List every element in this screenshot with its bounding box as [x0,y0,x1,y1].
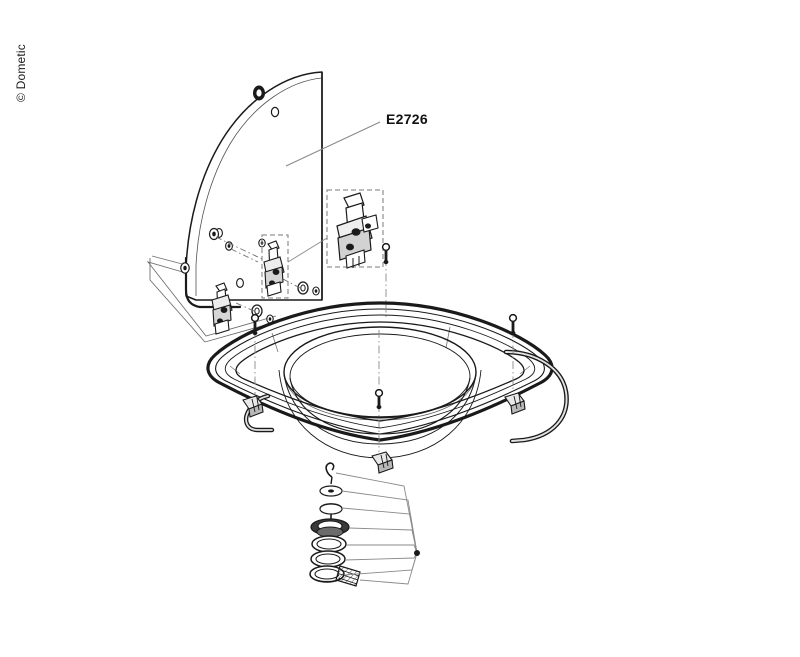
fastener-group [250,242,518,452]
drain-flat-washer [319,485,343,497]
drain-seal-ring-upper [311,535,347,553]
screw-top-right [381,242,391,320]
hinge-assembly-lower [211,282,233,335]
drain-seal-ring-lower [309,565,345,583]
drain-leader-lines [335,472,418,585]
part-label-e2726: E2726 [386,111,428,127]
leader-line-e2726 [285,121,381,167]
drain-dome-cap [319,503,343,515]
mounting-clamp-left [242,395,264,418]
drain-threaded-nipple [335,565,361,587]
drain-strainer-flange [310,518,350,538]
screw-center [374,330,384,452]
lid-grommet-hole [253,85,265,101]
basin-bowl [206,301,554,459]
mounting-clamp-right [504,392,526,415]
screw-left [250,313,260,396]
hinge-detail-box-small [261,234,289,299]
lid-screw-hole-top [270,106,280,118]
drain-assembly [309,462,420,587]
lid-screw-hole-low [236,278,244,288]
drain-seal-ring-middle [310,550,346,568]
hinge-rod [184,256,242,309]
drain-leader-convergence-point [414,550,420,556]
hinge-detail-magnified [287,189,384,269]
screw-right [508,313,518,392]
mounting-clamp-bottom [371,451,394,474]
drain-hose [243,349,569,444]
hinge-assembly-upper [263,240,285,297]
bowl-opening [283,326,477,418]
